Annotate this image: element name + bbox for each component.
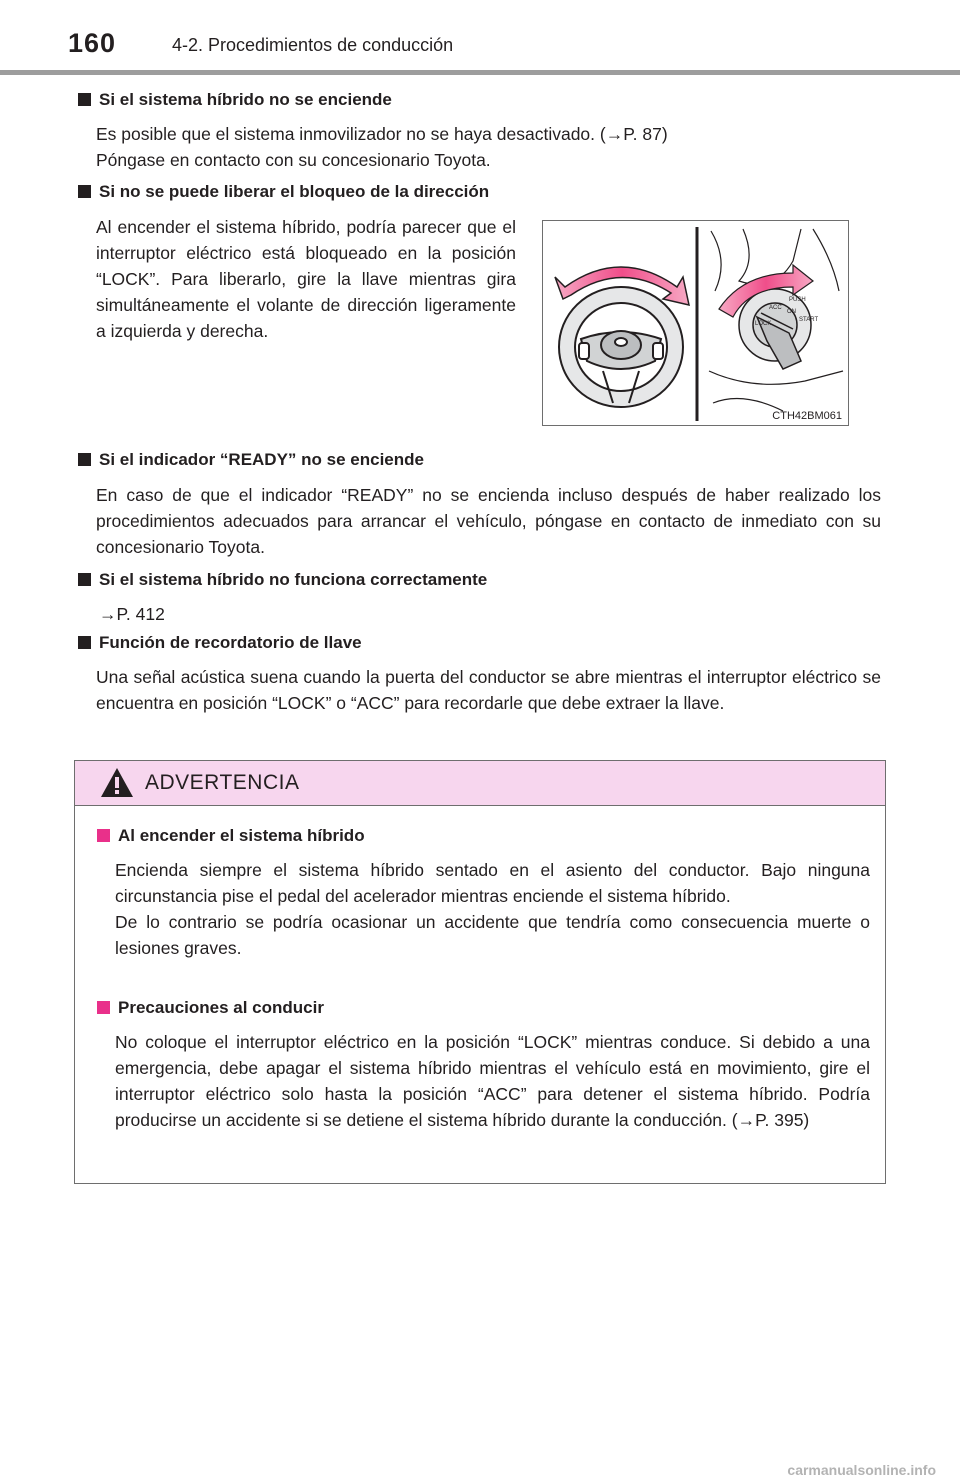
switch-label-acc: ACC (769, 305, 782, 311)
section-body-3: En caso de que el indicador “READY” no s… (96, 485, 881, 557)
section-body-2: Al encender el sistema híbrido, podría p… (96, 217, 516, 341)
bullet-square-icon (78, 185, 91, 198)
bullet-square-icon (97, 1001, 110, 1014)
switch-label-on: ON (787, 309, 796, 315)
bullet-square-icon (78, 636, 91, 649)
warning-item-heading-1: Al encender el sistema híbrido (97, 826, 365, 846)
section-heading-1: Si el sistema híbrido no se enciende (78, 90, 392, 110)
section-heading-4: Si el sistema híbrido no funciona correc… (78, 570, 487, 590)
section-heading-3: Si el indicador “READY” no se enciende (78, 450, 424, 470)
warning-triangle-icon (101, 768, 133, 797)
switch-label-push: PUSH (789, 297, 806, 303)
page-number: 160 (68, 28, 117, 58)
turn-arrow-icon (718, 263, 815, 318)
section-title: 4-2. Procedimientos de conducción (172, 35, 454, 55)
figure-code: CTH42BM061 (772, 410, 842, 422)
bullet-square-icon (97, 829, 110, 842)
section-body-5: Una señal acústica suena cuando la puert… (96, 667, 881, 713)
bullet-square-icon (78, 453, 91, 466)
warning-header: ADVERTENCIA (75, 761, 885, 806)
warning-box: ADVERTENCIA Al encender el sistema híbri… (74, 760, 886, 1184)
bullet-square-icon (78, 93, 91, 106)
bullet-square-icon (78, 573, 91, 586)
section-body-1: Es posible que el sistema inmovilizador … (96, 124, 668, 170)
warning-item-heading-2: Precauciones al conducir (97, 998, 324, 1018)
switch-label-start: START (799, 317, 818, 323)
switch-label-lock: LOCK (755, 321, 771, 327)
page-header: 160 4-2. Procedimientos de conducción (0, 0, 960, 76)
rotate-arrow-icon (554, 266, 690, 306)
steering-wheel-icon (558, 286, 684, 408)
watermark: carmanualsonline.info (787, 1462, 936, 1478)
steering-wheel-key-illustration: PUSH LOCK ACC ON START (554, 227, 844, 421)
section-heading-2: Si no se puede liberar el bloqueo de la … (78, 182, 489, 202)
steering-lock-figure: PUSH LOCK ACC ON START CTH42BM061 (542, 220, 849, 426)
warning-item-body-1: Encienda siempre el sistema híbrido sent… (115, 860, 870, 958)
section-body-4: →P. 412 (99, 604, 165, 624)
warning-title: ADVERTENCIA (145, 771, 300, 794)
section-heading-5: Función de recordatorio de llave (78, 633, 362, 653)
warning-item-body-2: No coloque el interruptor eléctrico en l… (115, 1032, 870, 1130)
switch-labels: PUSH LOCK ACC ON START (755, 297, 818, 327)
key-switch-icon (738, 288, 812, 370)
header-rule (0, 70, 960, 75)
